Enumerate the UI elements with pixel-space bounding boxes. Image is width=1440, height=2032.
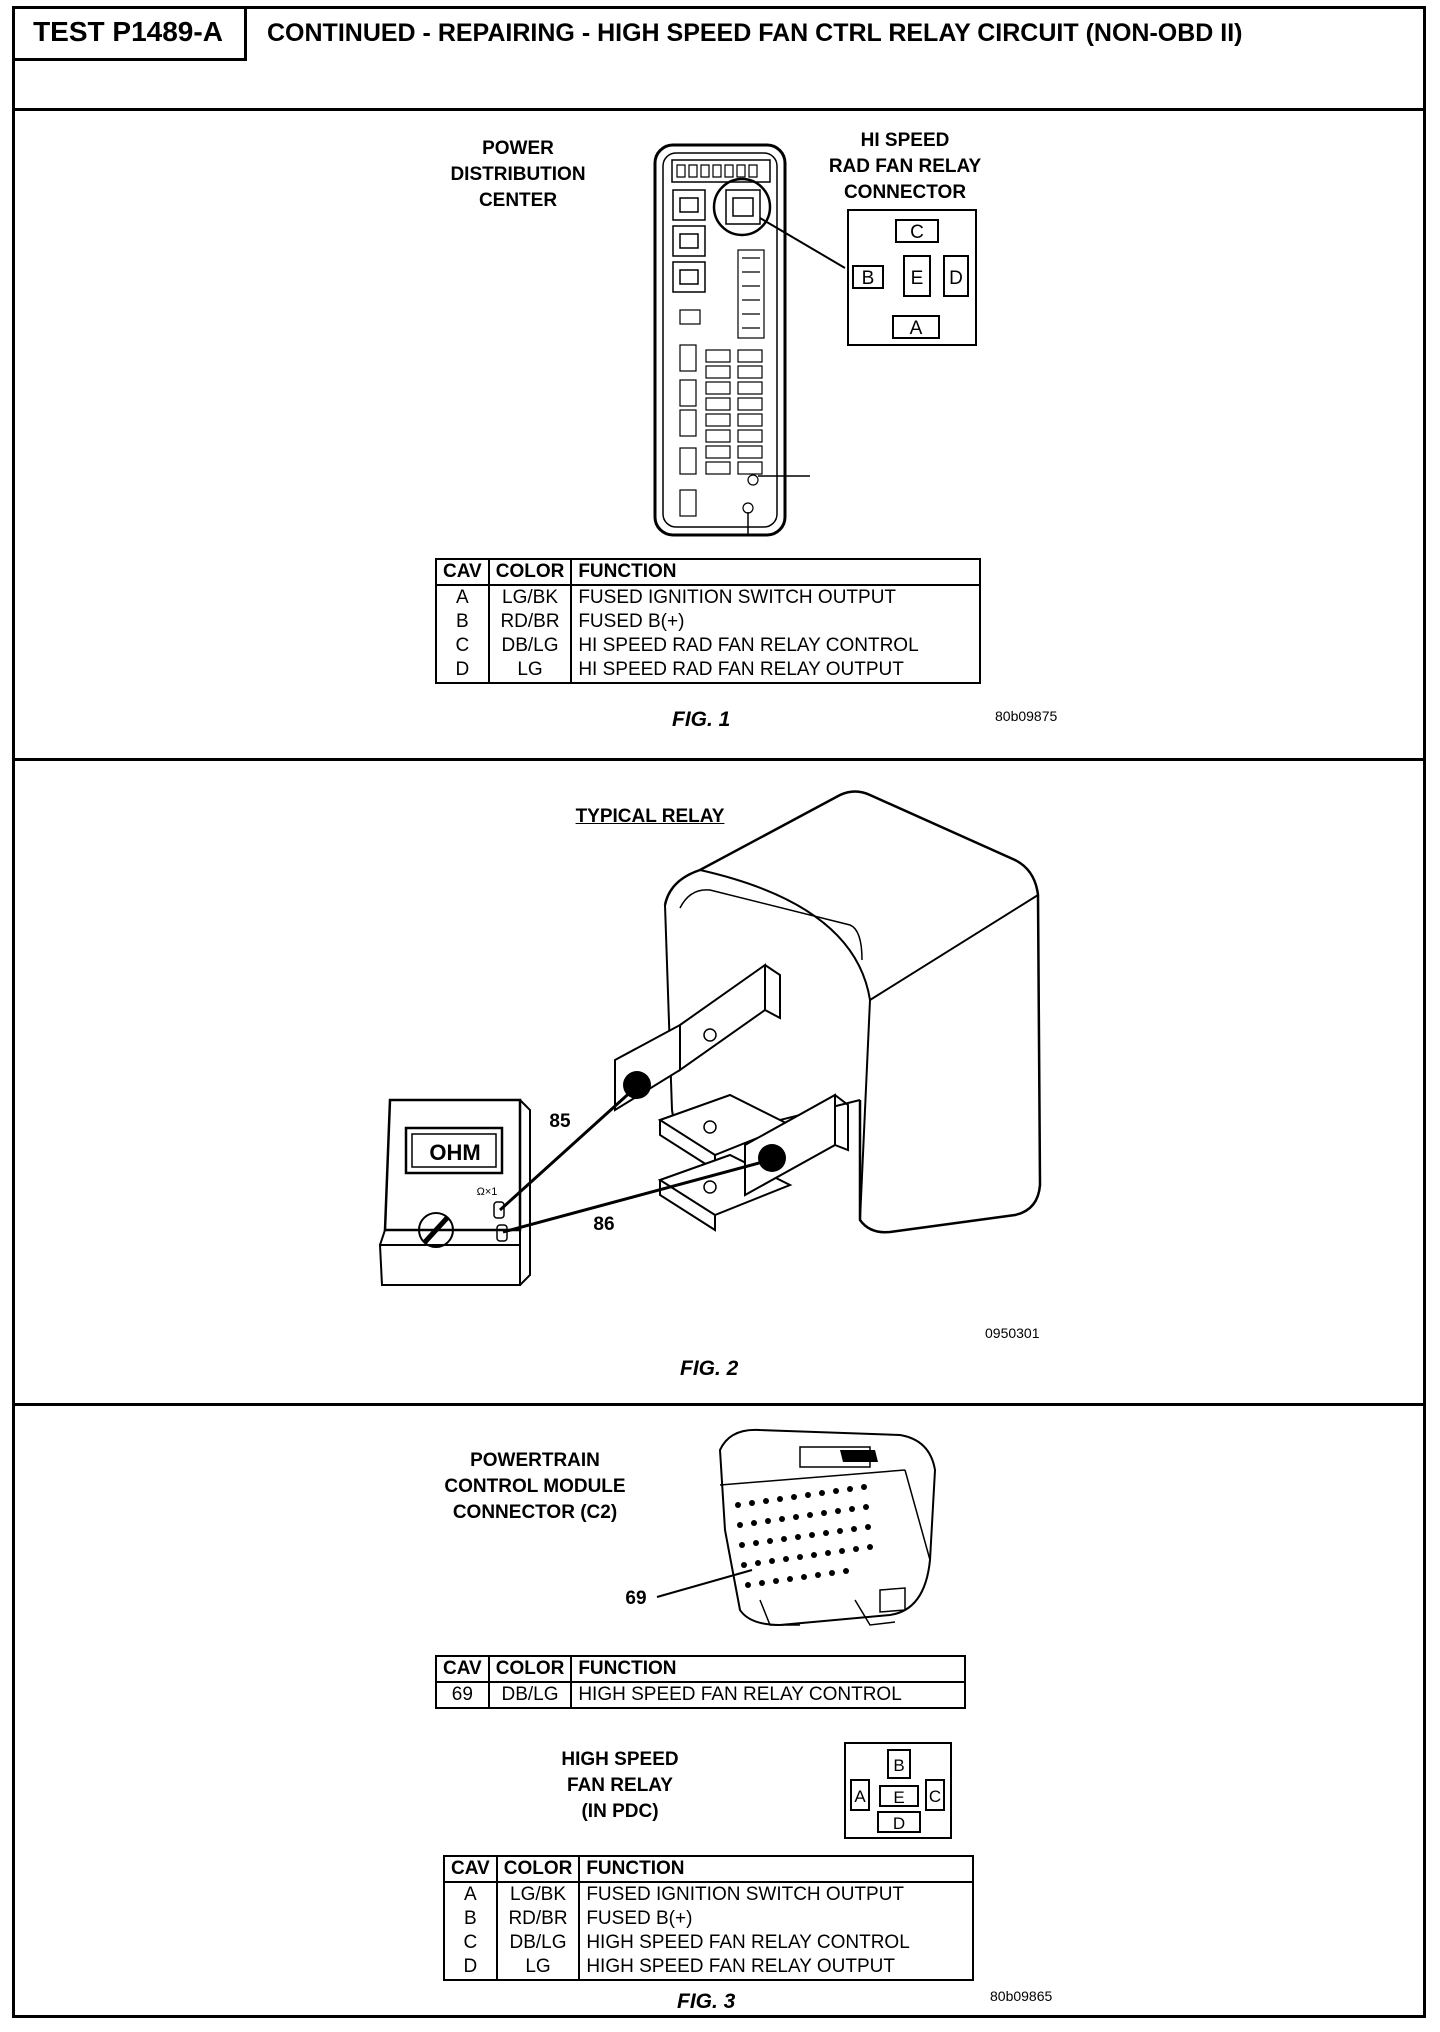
col-header: CAV bbox=[435, 1656, 490, 1683]
pin-label: B bbox=[893, 1756, 904, 1775]
fig1-caption: FIG. 1 bbox=[672, 708, 731, 731]
col-header: FUNCTION bbox=[570, 1656, 967, 1683]
table-cell: RD/BR bbox=[495, 1907, 581, 1931]
test-id: TEST P1489-A bbox=[12, 6, 247, 61]
table-cell: FUSED IGNITION SWITCH OUTPUT bbox=[570, 585, 982, 610]
pin-label: B bbox=[862, 268, 875, 289]
table-cell: LG bbox=[487, 658, 573, 683]
pin-label: D bbox=[893, 1814, 905, 1833]
table-cell: DB/LG bbox=[487, 634, 573, 658]
relay-in-pdc-label: HIGH SPEED FAN RELAY (IN PDC) bbox=[561, 1749, 679, 1822]
col-header: FUNCTION bbox=[570, 559, 982, 586]
table-cell: HIGH SPEED FAN RELAY CONTROL bbox=[570, 1682, 967, 1708]
table-cell: LG/BK bbox=[495, 1882, 581, 1907]
table-cell: B bbox=[435, 610, 490, 634]
section-divider bbox=[12, 758, 1426, 761]
pin-label: E bbox=[893, 1788, 904, 1807]
terminal-86-label: 86 bbox=[593, 1214, 614, 1235]
table-cell: 69 bbox=[435, 1682, 490, 1708]
col-header: FUNCTION bbox=[578, 1856, 975, 1883]
pin-label: E bbox=[911, 268, 924, 289]
table-cell: LG/BK bbox=[487, 585, 573, 610]
page-title: CONTINUED - REPAIRING - HIGH SPEED FAN C… bbox=[267, 19, 1243, 47]
pin-label: C bbox=[929, 1787, 941, 1806]
relay-connector-label: HI SPEED RAD FAN RELAY CONNECTOR bbox=[828, 130, 982, 203]
section-divider bbox=[12, 1403, 1426, 1406]
table-cell: B bbox=[443, 1907, 498, 1931]
table-cell: A bbox=[435, 585, 490, 610]
table-cell: DB/LG bbox=[487, 1682, 573, 1708]
pin-label: A bbox=[910, 318, 923, 339]
table-cell: A bbox=[443, 1882, 498, 1907]
table-cell: LG bbox=[495, 1955, 581, 1980]
pdc-label: POWER DISTRIBUTION CENTER bbox=[450, 138, 586, 211]
col-header: COLOR bbox=[495, 1856, 581, 1883]
table-cell: HIGH SPEED FAN RELAY CONTROL bbox=[578, 1931, 975, 1955]
pin-label: A bbox=[854, 1787, 866, 1806]
table-cell: C bbox=[435, 634, 490, 658]
pin-label: C bbox=[910, 222, 924, 243]
table-cell: HIGH SPEED FAN RELAY OUTPUT bbox=[578, 1955, 975, 1980]
meter-display: OHM bbox=[429, 1140, 480, 1165]
col-header: CAV bbox=[443, 1856, 498, 1883]
fig3-caption: FIG. 3 bbox=[677, 1990, 736, 2013]
pin-69-callout: 69 bbox=[625, 1588, 646, 1609]
table-cell: FUSED IGNITION SWITCH OUTPUT bbox=[578, 1882, 975, 1907]
page-frame bbox=[12, 6, 1426, 2018]
table-cell: D bbox=[435, 658, 490, 683]
table-cell: DB/LG bbox=[495, 1931, 581, 1955]
table-cell: FUSED B(+) bbox=[570, 610, 982, 634]
relay-title: TYPICAL RELAY bbox=[575, 806, 725, 827]
relay-diagram: OHM Ω×1 85 86 bbox=[378, 790, 1042, 1286]
table-cell: HI SPEED RAD FAN RELAY CONTROL bbox=[570, 634, 982, 658]
table-cell: D bbox=[443, 1955, 498, 1980]
fig2-caption: FIG. 2 bbox=[680, 1357, 739, 1380]
col-header: COLOR bbox=[487, 559, 573, 586]
table-cell: FUSED B(+) bbox=[578, 1907, 975, 1931]
table-cell: HI SPEED RAD FAN RELAY OUTPUT bbox=[570, 658, 982, 683]
pcm-connector-label: POWERTRAIN CONTROL MODULE CONNECTOR (C2) bbox=[444, 1450, 626, 1523]
pin-label: D bbox=[949, 268, 963, 289]
fig2-code: 0950301 bbox=[985, 1325, 1040, 1341]
col-header: CAV bbox=[435, 559, 490, 586]
col-header: COLOR bbox=[487, 1656, 573, 1683]
fig1-code: 80b09875 bbox=[995, 708, 1058, 724]
table-cell: RD/BR bbox=[487, 610, 573, 634]
meter-range: Ω×1 bbox=[477, 1186, 498, 1198]
terminal-85-label: 85 bbox=[549, 1111, 571, 1132]
fig3-code: 80b09865 bbox=[990, 1988, 1053, 2004]
pdc-diagram: C B E D A bbox=[653, 143, 977, 537]
table-cell: C bbox=[443, 1931, 498, 1955]
page-header: TEST P1489-A CONTINUED - REPAIRING - HIG… bbox=[12, 6, 1426, 111]
